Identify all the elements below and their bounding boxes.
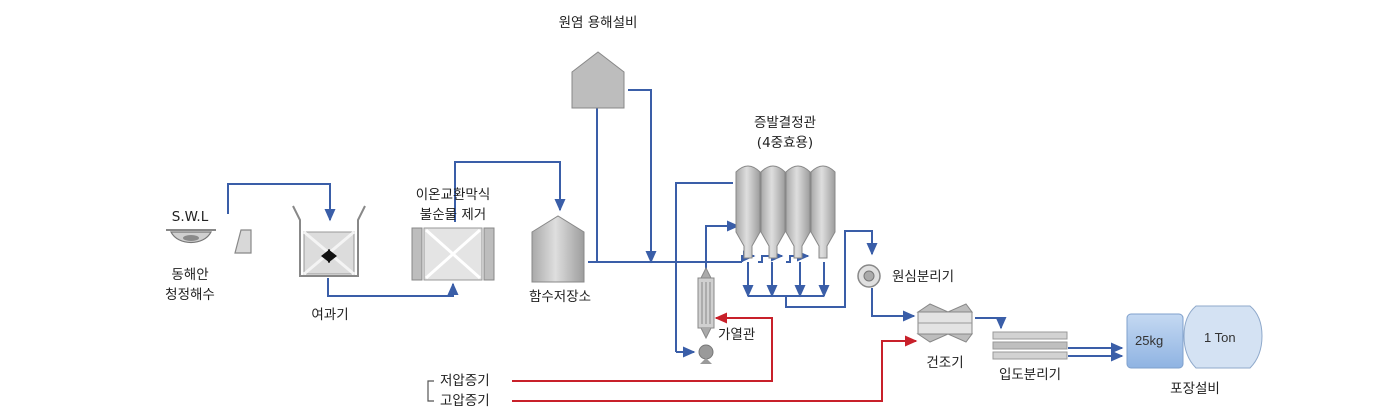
sieve-label: 입도분리기	[998, 367, 1062, 383]
high-steam-line	[512, 335, 918, 402]
evaporator-effect-3	[785, 165, 811, 259]
low-pressure-steam-label: 저압증기	[440, 373, 490, 389]
packaging-unit	[1126, 305, 1263, 369]
bag-1ton	[1183, 305, 1263, 369]
evaporator-label-line1: 증발결정관	[753, 115, 817, 131]
ion-to-storage-line	[454, 161, 566, 222]
filter-unit	[292, 205, 366, 277]
swl-label: S.W.L	[171, 209, 209, 225]
filter-to-ion-line	[327, 278, 459, 297]
source-label-line1: 동해안	[171, 267, 209, 283]
brine-storage-tank	[531, 215, 585, 283]
steam-bracket	[427, 380, 434, 402]
high-pressure-steam-label: 고압증기	[440, 393, 490, 409]
dissolution-right-line	[628, 89, 657, 264]
process-lines	[227, 89, 1124, 362]
source-label-line2: 청정해수	[165, 287, 215, 303]
heater-loop-line	[675, 182, 733, 352]
sieve-unit	[992, 331, 1068, 360]
steam-lines	[512, 312, 918, 402]
centrifuge-unit	[857, 264, 881, 288]
evaporator-bank	[735, 165, 836, 259]
ion-exchange-unit	[411, 227, 495, 281]
evaporator-effect-1	[735, 165, 761, 259]
evap-to-centrifuge-line	[785, 230, 878, 308]
heater-unit	[697, 266, 715, 364]
seawater-intake	[166, 229, 252, 254]
heater-label: 가열관	[718, 327, 756, 343]
intake-line	[227, 183, 336, 222]
brine-storage-label: 함수저장소	[528, 289, 592, 305]
centrifuge-to-dryer-line	[871, 288, 916, 322]
low-steam-line	[512, 312, 773, 382]
dryer-label: 건조기	[926, 355, 964, 371]
ion-exchange-label-line1: 이온교환막식	[415, 187, 491, 203]
package-1ton-text: 1 Ton	[1204, 330, 1236, 345]
evaporator-label-line2: (4중효용)	[756, 135, 814, 151]
heater-up-line	[705, 220, 740, 272]
dryer-unit	[916, 303, 973, 343]
packaging-label: 포장설비	[1170, 381, 1220, 397]
bag-25kg	[1126, 313, 1184, 369]
filter-label: 여과기	[311, 307, 349, 323]
evaporator-effect-4	[810, 165, 836, 259]
evaporator-effect-2	[760, 165, 786, 259]
centrifuge-label: 원심분리기	[892, 269, 955, 285]
package-25kg-text: 25kg	[1135, 333, 1164, 348]
salt-dissolution-silo	[571, 51, 625, 109]
salt-dissolution-label: 원염 용해설비	[558, 15, 638, 31]
dryer-to-sieve-line	[975, 316, 1007, 330]
ion-exchange-label-line2: 불순물 제거	[419, 207, 487, 223]
